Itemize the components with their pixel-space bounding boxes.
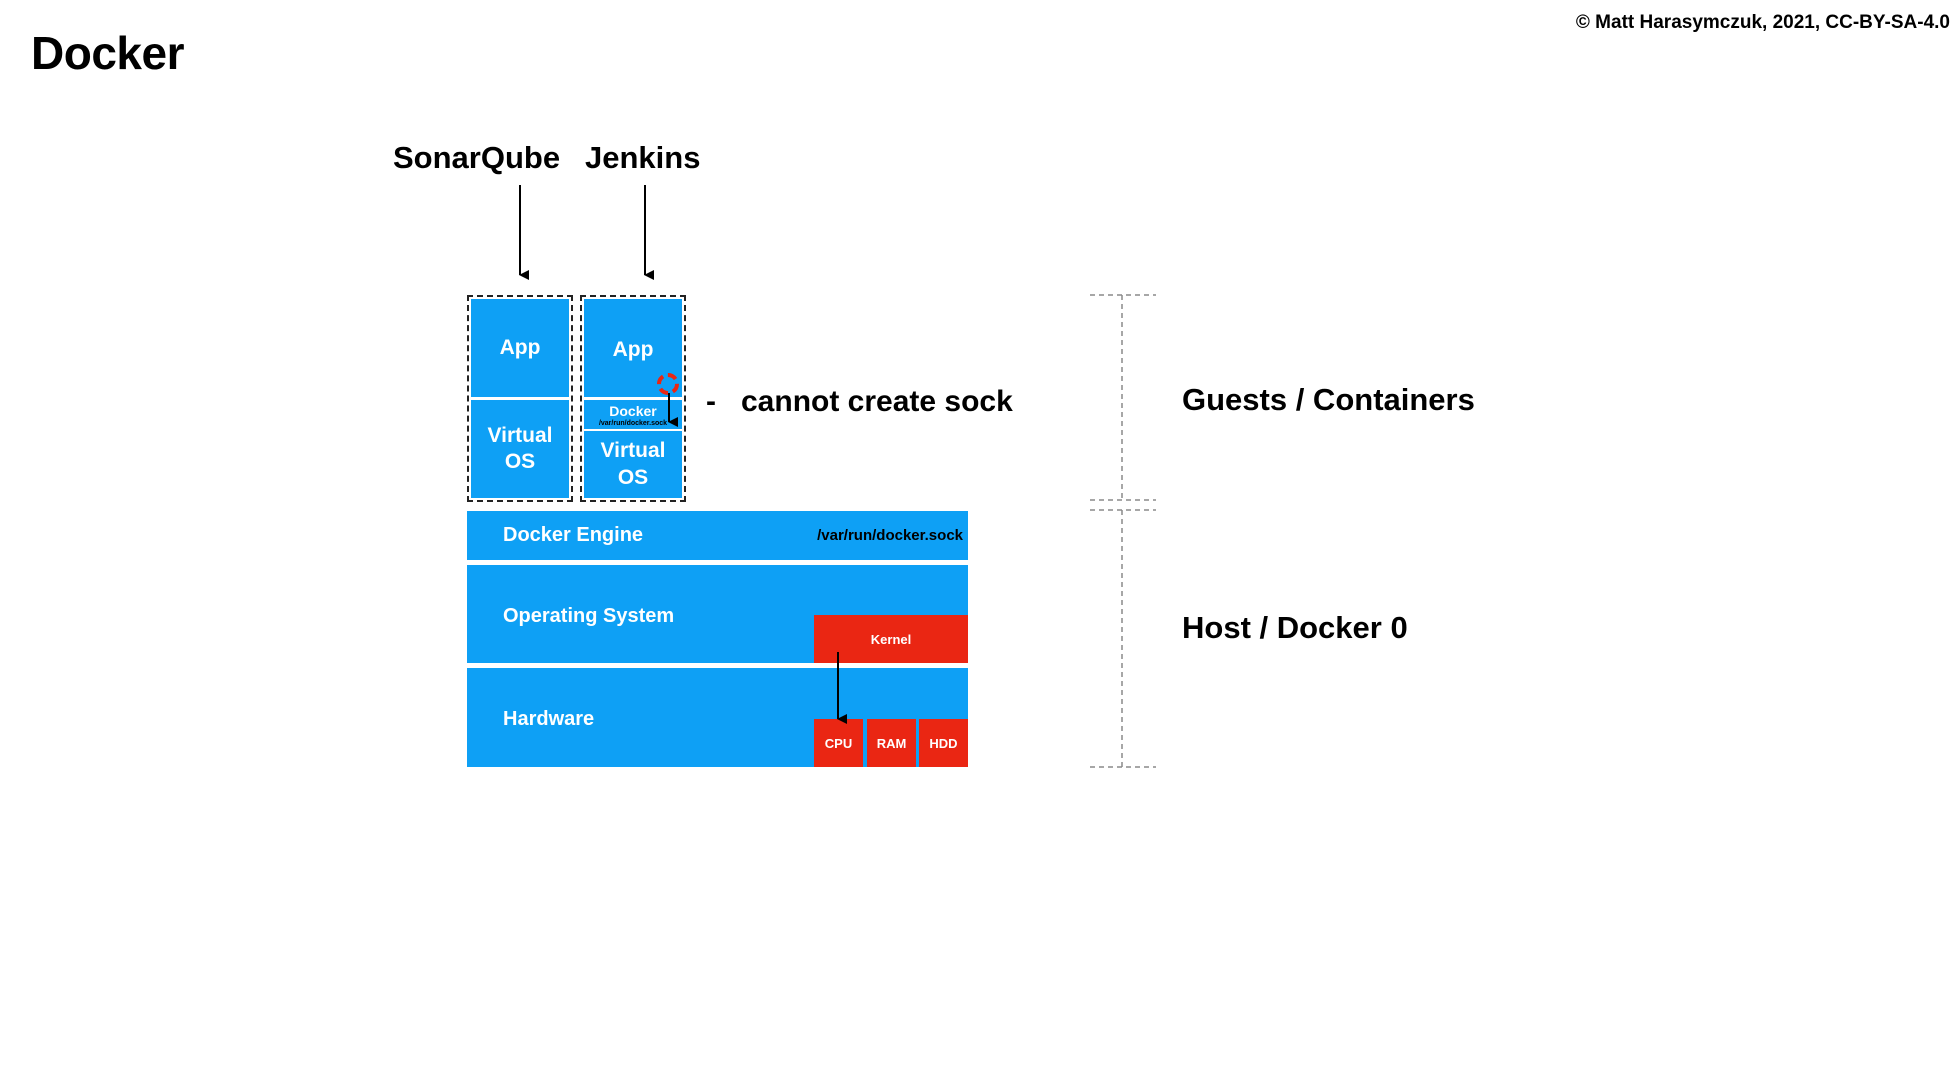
sonarqube-container: App Virtual OS	[467, 295, 573, 502]
hdd-box: HDD	[919, 719, 968, 767]
jenkins-os-line2: OS	[617, 465, 649, 489]
copyright-notice: © Matt Harasymczuk, 2021, CC-BY-SA-4.0	[1575, 12, 1950, 33]
jenkins-docker-label: Docker	[609, 403, 657, 419]
docker-engine-label: Docker Engine	[503, 524, 644, 546]
annotation-text: cannot create sock	[741, 385, 1013, 418]
sonarqube-app-box: App	[471, 299, 569, 397]
sonarqube-label: SonarQube	[393, 140, 561, 175]
sonarqube-virtual-os-box: Virtual OS	[471, 400, 569, 498]
cpu-box: CPU	[814, 719, 863, 767]
jenkins-virtual-os-box: Virtual OS	[584, 431, 682, 498]
hardware-layer: Hardware CPU RAM HDD	[467, 668, 968, 767]
sonarqube-app-label: App	[499, 335, 541, 359]
hdd-label: HDD	[929, 735, 958, 751]
jenkins-container: App Docker /var/run/docker.sock Virtual …	[580, 295, 686, 502]
cpu-label: CPU	[824, 735, 853, 751]
guests-containers-label: Guests / Containers	[1182, 382, 1475, 417]
jenkins-app-label: App	[612, 338, 654, 361]
jenkins-docker-sock-path: /var/run/docker.sock	[598, 420, 668, 427]
sonarqube-os-line1: Virtual	[487, 423, 553, 447]
operating-system-layer: Operating System Kernel	[467, 565, 968, 663]
sonarqube-os-line2: OS	[504, 450, 536, 473]
kernel-label: Kernel	[870, 631, 912, 647]
docker-engine-layer: Docker Engine /var/run/docker.sock	[467, 511, 968, 560]
operating-system-label: Operating System	[503, 605, 675, 627]
annotation-dash: -	[706, 385, 716, 418]
engine-sock-path: /var/run/docker.sock	[817, 527, 963, 544]
jenkins-docker-box: Docker /var/run/docker.sock	[584, 400, 682, 429]
jenkins-app-box: App	[584, 299, 682, 397]
hardware-label: Hardware	[503, 708, 595, 730]
slide-title: Docker	[31, 27, 184, 79]
ram-label: RAM	[876, 735, 907, 751]
host-docker-label: Host / Docker 0	[1182, 610, 1408, 645]
jenkins-label: Jenkins	[585, 140, 701, 175]
ram-box: RAM	[867, 719, 916, 767]
host-bracket	[1090, 509, 1156, 768]
jenkins-os-line1: Virtual	[600, 439, 666, 463]
kernel-box: Kernel	[814, 615, 968, 663]
guests-bracket	[1090, 294, 1156, 501]
